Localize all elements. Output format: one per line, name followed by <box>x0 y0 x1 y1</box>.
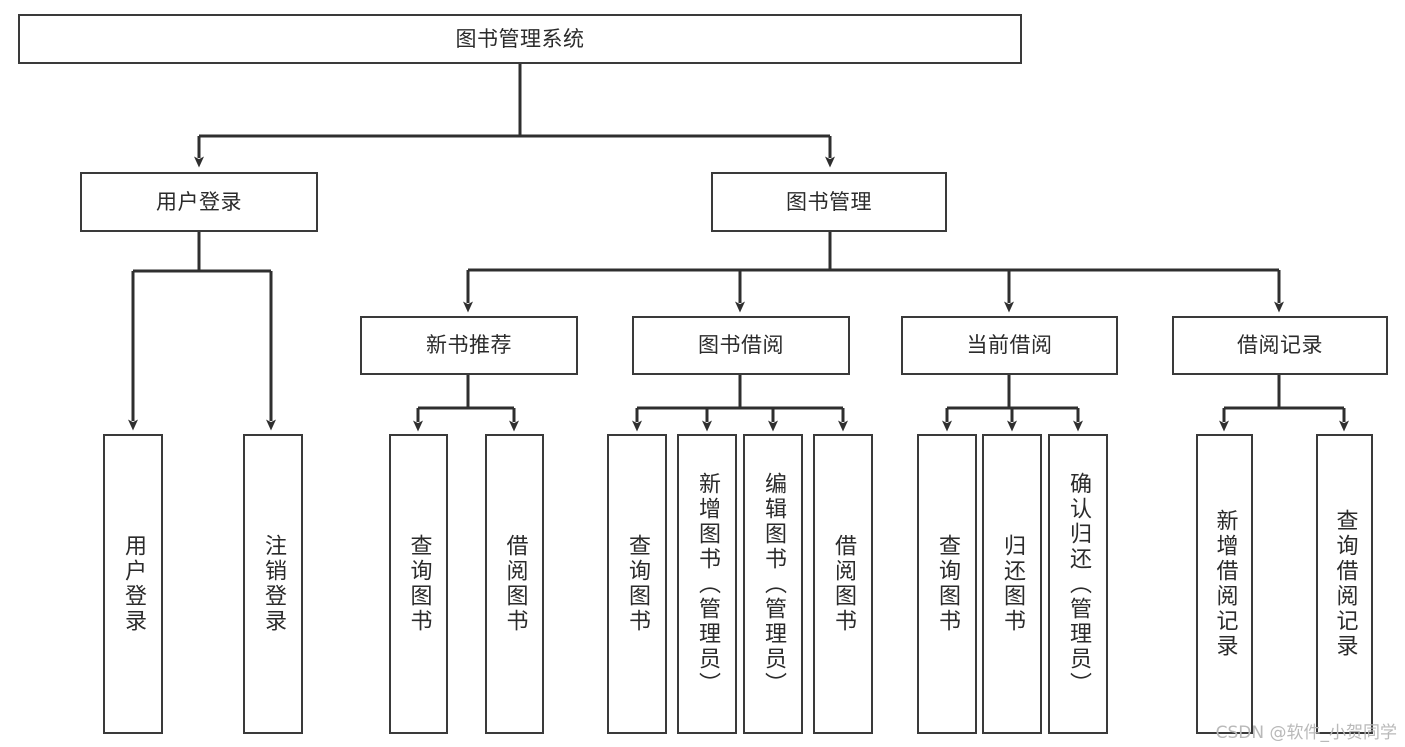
node-label: 查询图书 <box>625 534 650 634</box>
node-label: 归还图书 <box>1000 534 1025 634</box>
node-label: 图书管理 <box>786 189 872 214</box>
node-label: 查询图书 <box>935 534 960 634</box>
node-label: 借阅图书 <box>502 534 528 634</box>
node-current-borrow[interactable]: 当前借阅 <box>901 316 1118 375</box>
node-label: 注销登录 <box>261 534 286 634</box>
leaf-query-book-recommend[interactable]: 查询图书 <box>389 434 448 734</box>
node-borrow-record[interactable]: 借阅记录 <box>1172 316 1388 375</box>
node-label: 编辑图书（管理员） <box>761 471 786 697</box>
leaf-query-borrow-record[interactable]: 查询借阅记录 <box>1316 434 1373 734</box>
node-book-borrow[interactable]: 图书借阅 <box>632 316 850 375</box>
node-label: 借阅图书 <box>831 534 856 634</box>
leaf-confirm-return-admin[interactable]: 确认归还（管理员） <box>1048 434 1108 734</box>
leaf-add-book-admin[interactable]: 新增图书（管理员） <box>677 434 737 734</box>
node-label: 查询借阅记录 <box>1332 509 1358 659</box>
node-label: 图书管理系统 <box>455 26 585 51</box>
node-label: 查询图书 <box>406 534 432 634</box>
node-label: 新增借阅记录 <box>1212 509 1238 659</box>
node-label: 当前借阅 <box>966 333 1053 358</box>
node-label: 用户登录 <box>156 189 242 214</box>
node-book-management[interactable]: 图书管理 <box>711 172 947 232</box>
node-new-book-recommend[interactable]: 新书推荐 <box>360 316 578 375</box>
leaf-borrow-book-recommend[interactable]: 借阅图书 <box>485 434 544 734</box>
leaf-query-book-borrow[interactable]: 查询图书 <box>607 434 667 734</box>
node-label: 确认归还（管理员） <box>1066 471 1091 697</box>
node-label: 借阅记录 <box>1237 333 1323 358</box>
leaf-return-book[interactable]: 归还图书 <box>982 434 1042 734</box>
node-label: 用户登录 <box>121 534 146 634</box>
node-label: 新书推荐 <box>426 333 512 358</box>
leaf-borrow-book[interactable]: 借阅图书 <box>813 434 873 734</box>
leaf-add-borrow-record[interactable]: 新增借阅记录 <box>1196 434 1253 734</box>
leaf-user-login[interactable]: 用户登录 <box>103 434 163 734</box>
node-label: 图书借阅 <box>698 333 784 358</box>
leaf-edit-book-admin[interactable]: 编辑图书（管理员） <box>743 434 803 734</box>
node-user-login[interactable]: 用户登录 <box>80 172 318 232</box>
node-root-book-management-system[interactable]: 图书管理系统 <box>18 14 1022 64</box>
watermark-text: CSDN @软件_小贺同学 <box>1215 723 1397 743</box>
leaf-logout[interactable]: 注销登录 <box>243 434 303 734</box>
leaf-query-book-current[interactable]: 查询图书 <box>917 434 977 734</box>
node-label: 新增图书（管理员） <box>695 471 720 697</box>
